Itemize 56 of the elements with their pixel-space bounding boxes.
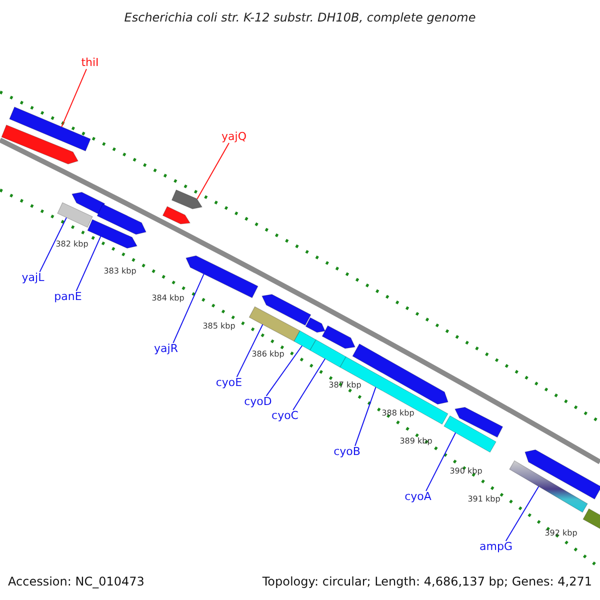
scale-label: 382 kbp xyxy=(56,240,88,250)
scale-label: 383 kbp xyxy=(104,268,136,276)
leader-line xyxy=(196,142,230,200)
gene-feature xyxy=(262,294,312,326)
footer-text: Topology: circular; Length: 4,686,137 bp; Genes: 4,271 xyxy=(262,575,592,589)
leader-line xyxy=(292,358,326,410)
gene-label: cyoE xyxy=(216,376,242,390)
leader-line xyxy=(76,236,102,292)
scale-label: 388 kbp xyxy=(382,410,414,418)
scale-label: 385 kbp xyxy=(202,322,236,332)
gene-label: yajQ xyxy=(222,130,246,144)
leader-line xyxy=(505,486,540,542)
gene-feature xyxy=(294,330,316,351)
leader-line xyxy=(236,324,264,378)
gene-feature xyxy=(509,460,588,513)
scale-label: 387 kbp xyxy=(328,382,362,390)
scale-label: 392 kbp xyxy=(544,530,578,538)
gene-label: panE xyxy=(54,290,82,304)
leader-line xyxy=(354,386,376,446)
scale-label: 386 kbp xyxy=(252,350,284,360)
scale-label: 391 kbp xyxy=(468,496,500,504)
gene-label: cyoB xyxy=(334,446,360,458)
gene-feature xyxy=(96,204,146,235)
gene-feature xyxy=(305,317,326,333)
gene-feature xyxy=(9,106,91,152)
gene-feature xyxy=(524,449,600,500)
gene-feature xyxy=(248,306,300,342)
leader-line xyxy=(39,217,67,272)
footer-text: Accession: NC_010473 xyxy=(8,575,144,589)
scale-label: 390 kbp xyxy=(450,468,482,476)
gene-label: ampG xyxy=(480,540,512,554)
gene-feature xyxy=(444,415,496,453)
gene-label: yajR xyxy=(154,342,178,356)
gene-feature xyxy=(322,325,356,349)
gene-feature xyxy=(87,219,138,249)
gene-feature xyxy=(171,190,202,210)
gene-label: thiI xyxy=(81,56,99,70)
gene-feature xyxy=(72,192,106,215)
leader-line xyxy=(172,274,204,344)
scale-label: 384 kbp xyxy=(152,294,184,304)
leader-line xyxy=(426,432,456,492)
diagram-title: Escherichia coli str. K-12 substr. DH10B, complete genome xyxy=(124,11,476,25)
gene-feature xyxy=(454,406,504,438)
leader-line xyxy=(61,68,87,128)
gene-label: cyoA xyxy=(404,490,432,504)
gene-label: cyoD xyxy=(244,396,272,408)
gene-feature xyxy=(582,508,600,530)
scale-label: 389 kbp xyxy=(400,438,432,446)
gene-label: cyoC xyxy=(272,410,298,422)
gene-feature xyxy=(1,124,78,164)
leader-line xyxy=(266,345,303,396)
gene-feature xyxy=(186,255,258,298)
gene-feature xyxy=(162,206,190,224)
gene-feature xyxy=(57,202,93,228)
gene-label: yajL xyxy=(22,272,44,284)
gene-feature xyxy=(310,339,346,368)
